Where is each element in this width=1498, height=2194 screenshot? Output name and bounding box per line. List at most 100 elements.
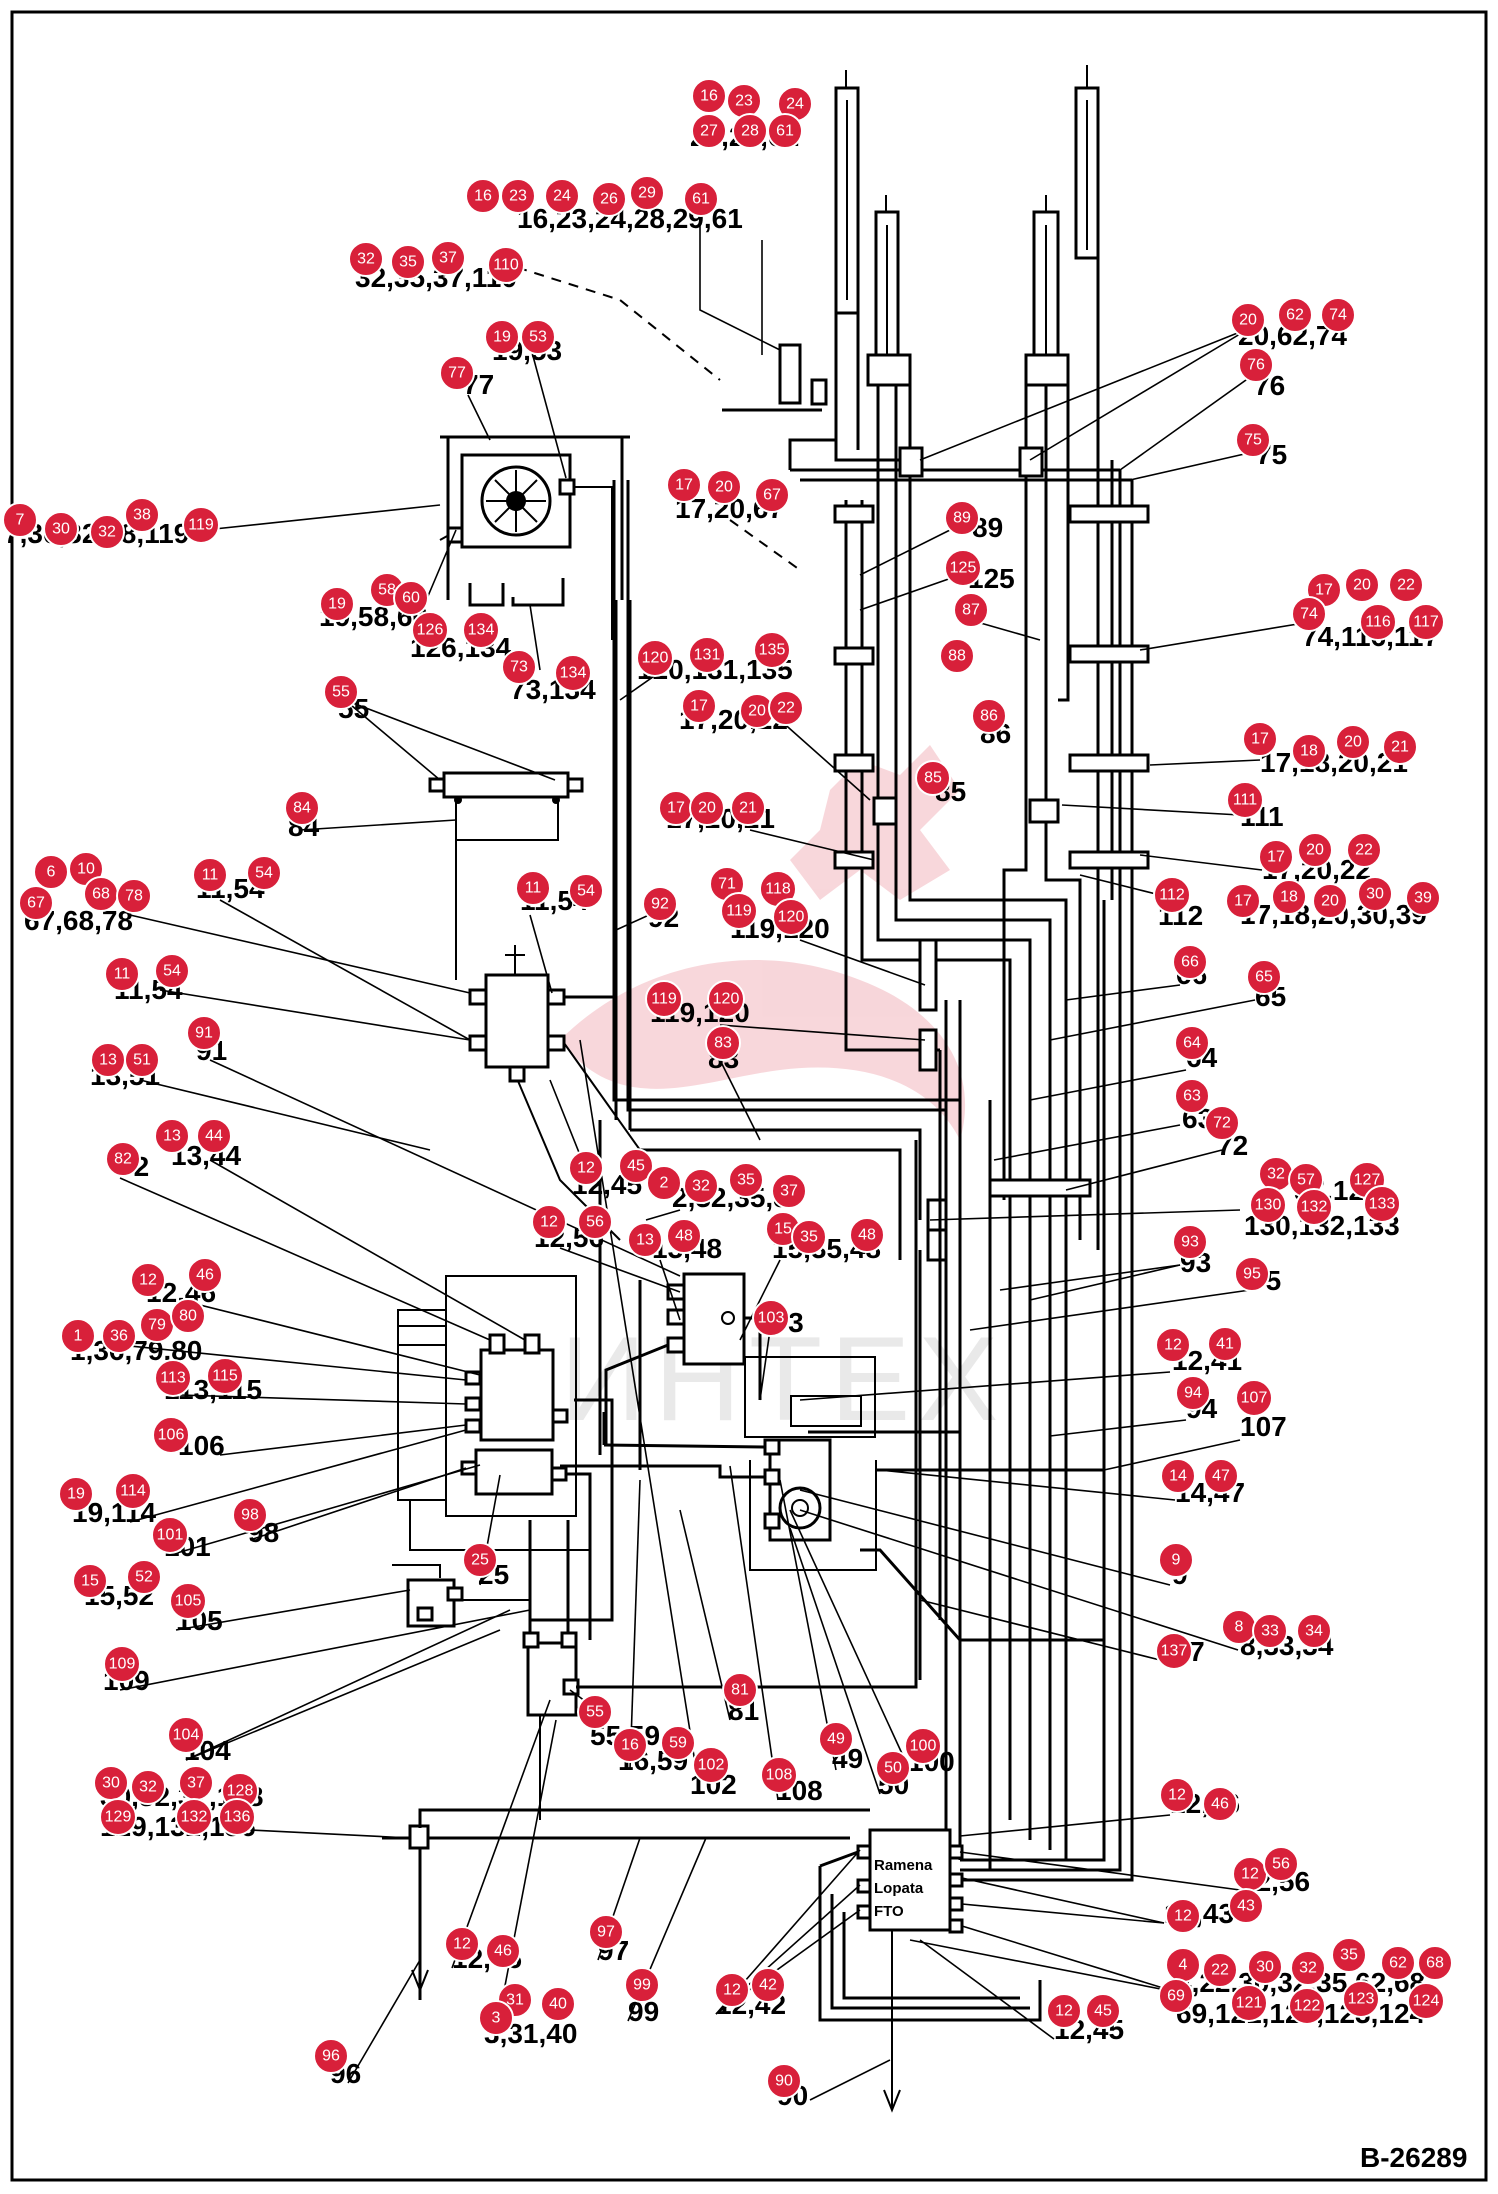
callout-number: 18 bbox=[1280, 889, 1298, 906]
callout-number: 31 bbox=[506, 1992, 524, 2009]
callout-bubble: 61 bbox=[767, 113, 803, 149]
callout-number: 12 bbox=[139, 1272, 157, 1289]
callout-bubble: 3 bbox=[478, 2000, 514, 2036]
callout-number: 64 bbox=[1183, 1035, 1201, 1052]
callout-bubble: 104 bbox=[167, 1716, 205, 1754]
callout-number: 99 bbox=[633, 1977, 651, 1994]
callout-number: 68 bbox=[1426, 1955, 1444, 1972]
callout-number: 20 bbox=[1344, 734, 1362, 751]
callout-bubble: 102 bbox=[692, 1746, 730, 1784]
callout-bubble: 37 bbox=[430, 240, 466, 276]
callout-bubble: 9 bbox=[1158, 1542, 1194, 1578]
callout-number: 55 bbox=[332, 684, 350, 701]
callout-bubble: 55 bbox=[323, 674, 359, 710]
callout-number: 2 bbox=[660, 1175, 669, 1192]
callout-number: 23 bbox=[735, 93, 753, 110]
callout-number: 24 bbox=[553, 188, 571, 205]
callout-bubble: 61 bbox=[683, 181, 719, 217]
callout-bubble: 37 bbox=[178, 1765, 214, 1801]
callout-number: 30 bbox=[102, 1775, 120, 1792]
callout-number: 91 bbox=[195, 1025, 213, 1042]
callout-bubble: 17 bbox=[666, 467, 702, 503]
callout-number: 44 bbox=[205, 1128, 223, 1145]
callout-number: 72 bbox=[1213, 1115, 1231, 1132]
callout-number: 118 bbox=[765, 881, 791, 898]
callout-bubble: 90 bbox=[766, 2063, 802, 2099]
callout-number: 56 bbox=[1272, 1856, 1290, 1873]
callout-bubble: 20 bbox=[1344, 567, 1380, 603]
callout-bubble: 27 bbox=[691, 113, 727, 149]
callout-number: 108 bbox=[766, 1767, 793, 1784]
callout-bubble: 53 bbox=[520, 319, 556, 355]
callout-bubble: 33 bbox=[1252, 1613, 1288, 1649]
callout-bubble: 17 bbox=[1258, 839, 1294, 875]
callout-bubble: 119 bbox=[182, 506, 220, 544]
callout-number: 62 bbox=[1389, 1955, 1407, 1972]
callout-bubble: 45 bbox=[1085, 1993, 1121, 2029]
callout-number: 15 bbox=[81, 1573, 99, 1590]
callout-number: 32 bbox=[98, 524, 116, 541]
callout-number: 17 bbox=[690, 698, 708, 715]
callout-bubble: 39 bbox=[1405, 880, 1441, 916]
callout-bubble: 68 bbox=[1417, 1945, 1453, 1981]
callout-number: 120 bbox=[642, 650, 669, 667]
callout-bubble: 7 bbox=[2, 502, 38, 538]
callout-number: 106 bbox=[158, 1427, 185, 1444]
callout-bubble: 113 bbox=[154, 1359, 192, 1397]
callout-bubble: 98 bbox=[232, 1497, 268, 1533]
callout-bubble: 11 bbox=[104, 956, 140, 992]
callout-number: 132 bbox=[1301, 1199, 1328, 1216]
control-valve-stack bbox=[397, 1275, 614, 1640]
callout-number: 36 bbox=[110, 1328, 128, 1345]
callout-number: 120 bbox=[778, 909, 805, 926]
callout-bubble: 30 bbox=[93, 1765, 129, 1801]
callout-bubble: 83 bbox=[705, 1025, 741, 1061]
callout-bubble: 12 bbox=[1155, 1327, 1191, 1363]
callout-number: 12 bbox=[540, 1214, 558, 1231]
callout-number: 16 bbox=[700, 88, 718, 105]
callout-bubble: 105 bbox=[169, 1582, 207, 1620]
callout-bubble: 100 bbox=[904, 1727, 942, 1765]
hydraulic-lines bbox=[612, 258, 1134, 1882]
callout-bubble: 12 bbox=[1159, 1777, 1195, 1813]
callout-number: 30 bbox=[52, 521, 70, 538]
callout-bubble: 107 bbox=[1235, 1379, 1273, 1417]
callout-bubble: 37 bbox=[771, 1173, 807, 1209]
callout-bubble: 46 bbox=[1202, 1786, 1238, 1822]
callout-number: 110 bbox=[493, 257, 519, 274]
callout-number: 17 bbox=[1315, 582, 1333, 599]
callout-bubble: 22 bbox=[1346, 832, 1382, 868]
callout-bubble: 72 bbox=[1204, 1105, 1240, 1141]
callout-number: 20 bbox=[715, 479, 733, 496]
callout-number: 18 bbox=[1300, 743, 1318, 760]
callout-bubble: 11 bbox=[192, 857, 228, 893]
callout-bubble: 30 bbox=[1357, 876, 1393, 912]
callout-bubble: 32 bbox=[89, 514, 125, 550]
callout-number: 46 bbox=[1211, 1796, 1229, 1813]
callout-number: 77 bbox=[448, 365, 466, 382]
callout-number: 129 bbox=[105, 1809, 132, 1826]
callout-number: 20 bbox=[1306, 842, 1324, 859]
diverter-valve bbox=[468, 600, 641, 1241]
callout-bubble: 32 bbox=[1290, 1950, 1326, 1986]
callout-number: 19 bbox=[493, 329, 511, 346]
callout-number: 29 bbox=[638, 185, 656, 202]
callout-bubble: 15 bbox=[72, 1563, 108, 1599]
callout-bubble: 67 bbox=[754, 477, 790, 513]
callout-number: 3 bbox=[492, 2010, 501, 2027]
callout-number: 127 bbox=[1354, 1172, 1381, 1189]
callout-number: 34 bbox=[1305, 1623, 1323, 1640]
callout-bubble: 32 bbox=[1258, 1156, 1294, 1192]
callout-bubble: 42 bbox=[750, 1967, 786, 2003]
oil-cooler bbox=[439, 435, 630, 640]
callout-bubble: 24 bbox=[777, 86, 813, 122]
callout-number: 92 bbox=[651, 896, 669, 913]
callout-number: 28 bbox=[741, 123, 759, 140]
callout-bubble: 30 bbox=[1247, 1949, 1283, 1985]
callout-number: 21 bbox=[1391, 739, 1409, 756]
callout-bubble: 130 bbox=[1249, 1186, 1287, 1224]
callout-number: 73 bbox=[510, 659, 528, 676]
callout-number: 61 bbox=[692, 191, 710, 208]
callout-bubble: 86 bbox=[971, 698, 1007, 734]
